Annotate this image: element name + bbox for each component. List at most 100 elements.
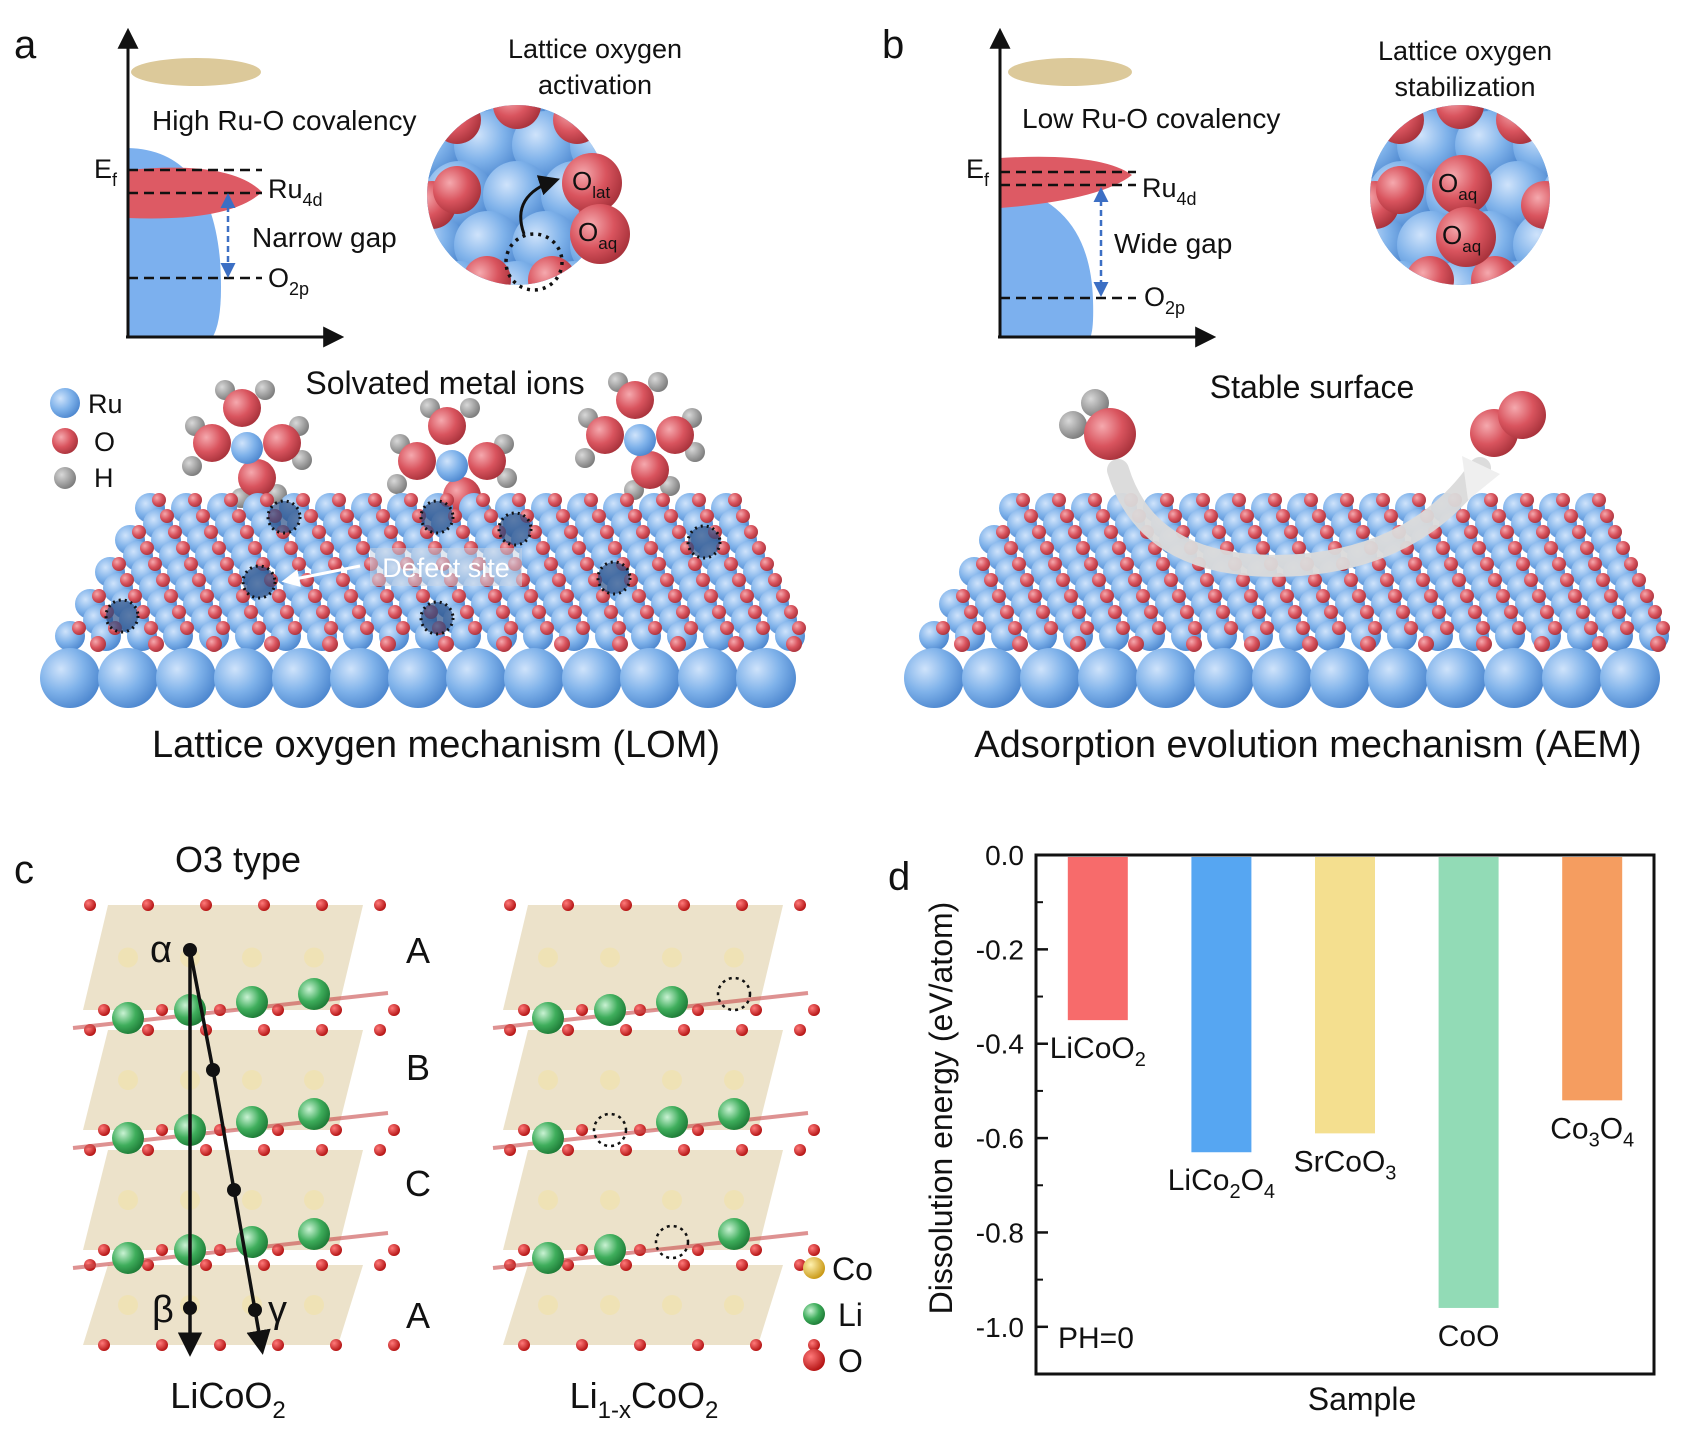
slab-o-atom	[670, 636, 686, 652]
o-atom	[620, 899, 632, 911]
zoom-a-oaq-atom	[570, 204, 630, 264]
slab-o-atom	[596, 589, 610, 603]
mid-site-1	[206, 1063, 220, 1077]
slab-o-atom	[648, 621, 662, 635]
co-atom	[600, 1295, 620, 1315]
water-o	[1084, 408, 1136, 460]
o-atom	[193, 424, 231, 462]
slab-o-atom	[476, 493, 490, 507]
slab-o-atom	[1418, 636, 1434, 652]
energy-diagram-b: Low Ru-O covalency Ef Ru4d Wide gap O2p	[966, 27, 1280, 348]
slab-o-atom	[554, 636, 570, 652]
zoom-ru-atom	[1455, 311, 1523, 379]
slab-front-atom	[1542, 648, 1602, 708]
slab-o-atom	[504, 621, 518, 635]
panel-d: d Dissolution energy (eV/atom) Sample PH…	[888, 840, 1656, 1417]
slab-o-atom	[1356, 525, 1370, 539]
slab-o-atom	[656, 493, 670, 507]
slab-o-atom	[1376, 493, 1390, 507]
y-axis-label: Dissolution energy (eV/atom)	[923, 902, 959, 1315]
o-atom	[808, 1004, 820, 1016]
slab-o-atom	[524, 589, 538, 603]
o-atom	[330, 1244, 342, 1256]
slab-front-atom	[1136, 648, 1196, 708]
slab-o-atom	[760, 557, 774, 571]
slab-o-atom	[304, 509, 318, 523]
li-atom	[594, 1234, 626, 1266]
slab-o-atom	[90, 636, 106, 652]
slab-o-atom	[1564, 509, 1578, 523]
slab-o-atom	[260, 493, 274, 507]
slab-front-atom	[620, 648, 680, 708]
slab-o-atom	[576, 621, 590, 635]
h-atom	[292, 450, 312, 470]
y-tick-label: -0.4	[976, 1029, 1024, 1060]
o-atom	[428, 407, 466, 445]
slab-o-atom	[1308, 573, 1322, 587]
slab-o-atom	[1088, 493, 1102, 507]
zoom-o-atom	[553, 105, 601, 144]
slab-o-atom	[388, 605, 402, 619]
slab-o-atom	[632, 589, 646, 603]
defect-ring	[266, 499, 302, 535]
zoom-ru-atom	[1629, 111, 1697, 179]
slab-o-atom	[188, 493, 202, 507]
o-atom-icon	[52, 428, 78, 454]
slab-o-atom	[964, 605, 978, 619]
o-atom	[316, 899, 328, 911]
slab-o-atom	[1260, 621, 1274, 635]
ef-label: Ef	[966, 154, 990, 190]
slab-o-atom	[322, 636, 338, 652]
o-atom	[84, 899, 96, 911]
h-atom	[648, 372, 668, 392]
slab-o-atom	[332, 493, 346, 507]
ru-ion	[436, 450, 468, 482]
slab-o-atom	[608, 541, 622, 555]
slab-o-atom	[620, 493, 634, 507]
zoom-ru-atom	[599, 261, 607, 285]
o-atom	[504, 899, 516, 911]
zoom-o-atom	[433, 166, 481, 214]
co-atom	[724, 1070, 744, 1090]
slab-o-atom	[1104, 525, 1118, 539]
gap-label: Wide gap	[1114, 228, 1232, 259]
slab-o-atom	[196, 509, 210, 523]
slab-o-atom	[356, 541, 370, 555]
slab-o-atom	[1484, 493, 1498, 507]
slab-o-atom	[240, 525, 254, 539]
alpha-site	[183, 943, 197, 957]
slab-o-atom	[1524, 573, 1538, 587]
o-atom	[142, 1024, 154, 1036]
zoom-ru-atom	[1600, 261, 1668, 329]
zoom-ru-atom	[686, 211, 754, 279]
slab-o-atom	[1520, 493, 1534, 507]
slab-o-atom	[1032, 525, 1046, 539]
slab-o-atom	[984, 573, 998, 587]
zoom-ru-atom	[1542, 261, 1550, 285]
co-atom	[662, 1190, 682, 1210]
slab-o-atom	[1616, 541, 1630, 555]
zoom-ru-atom	[628, 311, 696, 379]
zoom-ru-atom	[1370, 261, 1378, 285]
delithiated-structure	[492, 899, 820, 1351]
zoom-o-atom	[528, 256, 576, 285]
gamma-site	[248, 1303, 262, 1317]
slab-o-atom	[140, 541, 154, 555]
slab-front-atom	[1484, 648, 1544, 708]
slab-o-atom	[1100, 589, 1114, 603]
ru-ion	[624, 424, 656, 456]
li-vacancy	[716, 976, 752, 1012]
slab-o-atom	[1464, 525, 1478, 539]
slab-o-atom	[292, 557, 306, 571]
slab-o-atom	[128, 589, 142, 603]
defect-label: Defect site	[382, 553, 510, 583]
slab-o-atom	[1440, 621, 1454, 635]
slab-o-atom	[404, 493, 418, 507]
dissolution-chart: Dissolution energy (eV/atom) Sample PH=0…	[923, 840, 1656, 1417]
zoom-a-migrate-arrow	[519, 175, 560, 235]
slab-o-atom	[976, 557, 990, 571]
slab-o-atom	[1072, 605, 1086, 619]
slab-o-atom	[1016, 493, 1030, 507]
slab-o-atom	[206, 636, 222, 652]
slab-o-atom	[668, 589, 682, 603]
